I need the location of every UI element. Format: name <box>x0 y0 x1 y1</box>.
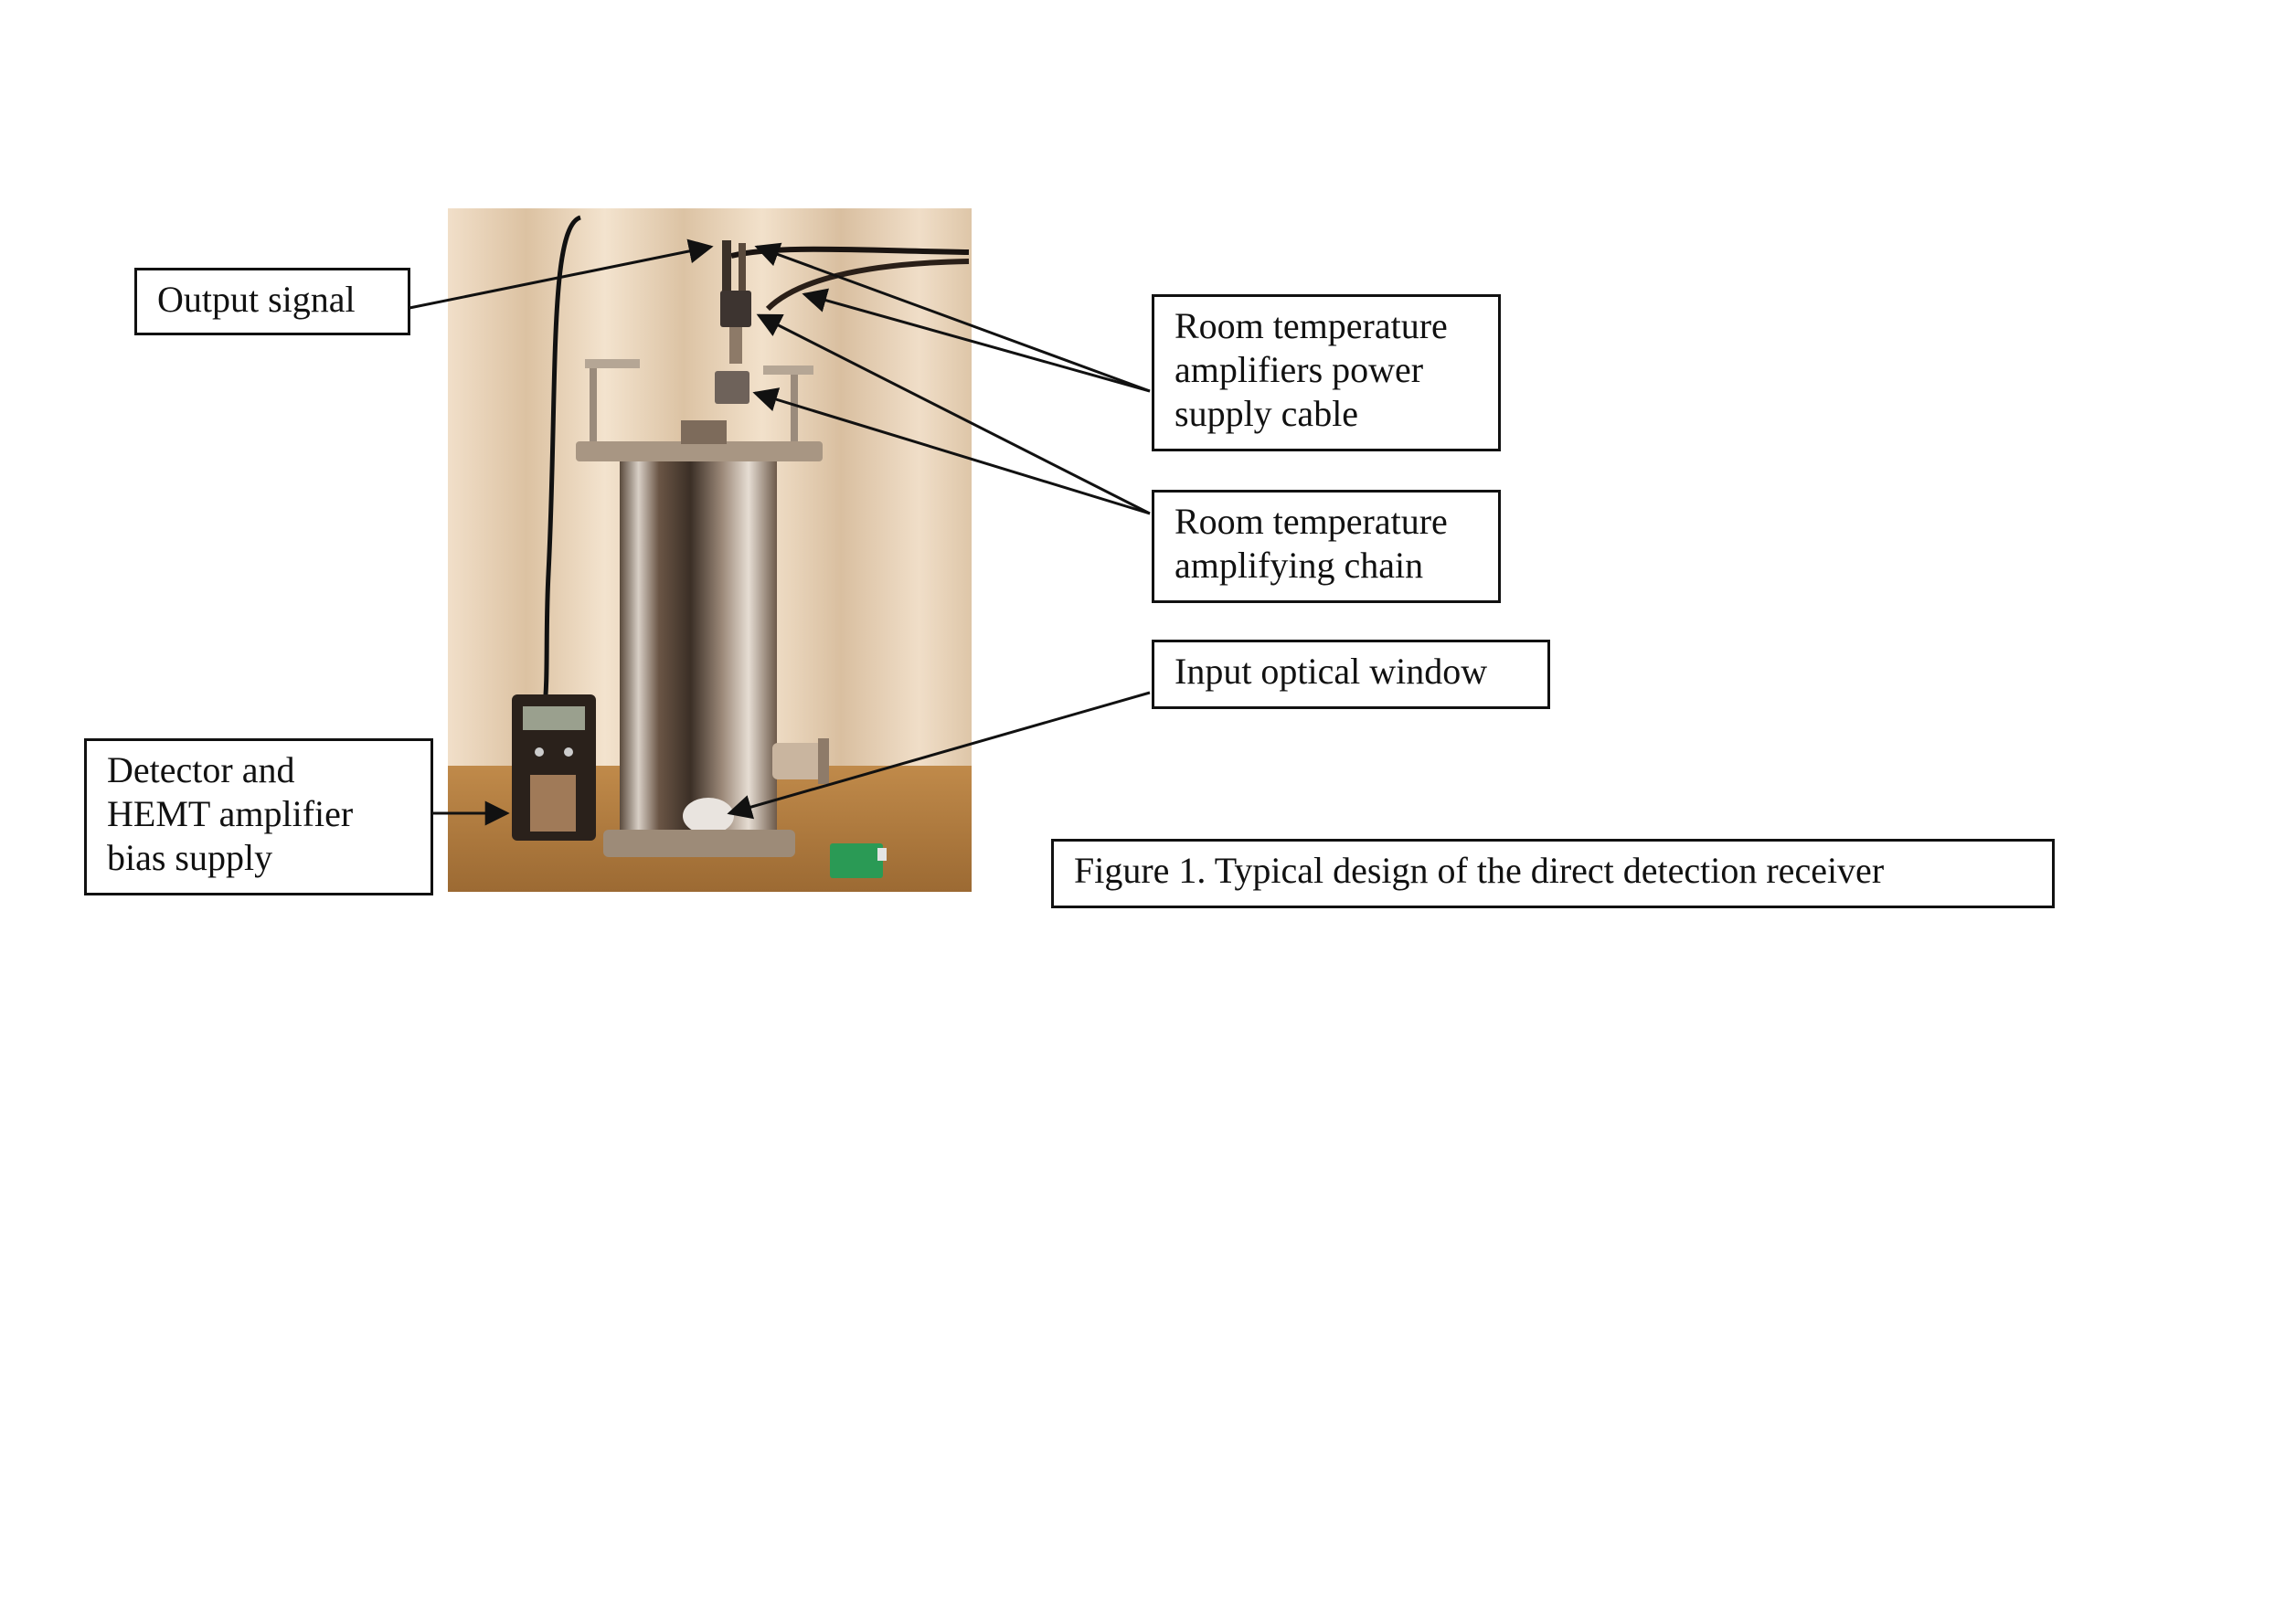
label-text: HEMT amplifier <box>107 793 354 834</box>
label-output-signal: Output signal <box>134 268 410 335</box>
battery <box>830 843 883 878</box>
label-text: Input optical window <box>1175 651 1488 692</box>
label-text: amplifiers power <box>1175 349 1424 390</box>
label-text: amplifying chain <box>1175 545 1424 586</box>
label-power-supply-cable: Room temperature amplifiers power supply… <box>1152 294 1501 451</box>
figure-caption: Figure 1. Typical design of the direct d… <box>1051 839 2055 908</box>
label-text: Room temperature <box>1175 305 1448 346</box>
label-amplifying-chain: Room temperature amplifying chain <box>1152 490 1501 603</box>
top-flange <box>576 441 823 461</box>
cryostat-body <box>620 461 777 832</box>
label-bias-supply: Detector and HEMT amplifier bias supply <box>84 738 433 895</box>
caption-text: Figure 1. Typical design of the direct d… <box>1074 850 1885 891</box>
receiver-photo <box>448 208 972 892</box>
label-text: Output signal <box>157 279 356 320</box>
amplifier-block-lower <box>715 371 749 404</box>
optical-window <box>683 798 734 834</box>
label-text: Room temperature <box>1175 501 1448 542</box>
amplifier-block-upper <box>720 291 751 327</box>
label-text: supply cable <box>1175 393 1359 434</box>
label-text: bias supply <box>107 837 273 878</box>
label-input-window: Input optical window <box>1152 640 1550 709</box>
label-text: Detector and <box>107 749 295 790</box>
